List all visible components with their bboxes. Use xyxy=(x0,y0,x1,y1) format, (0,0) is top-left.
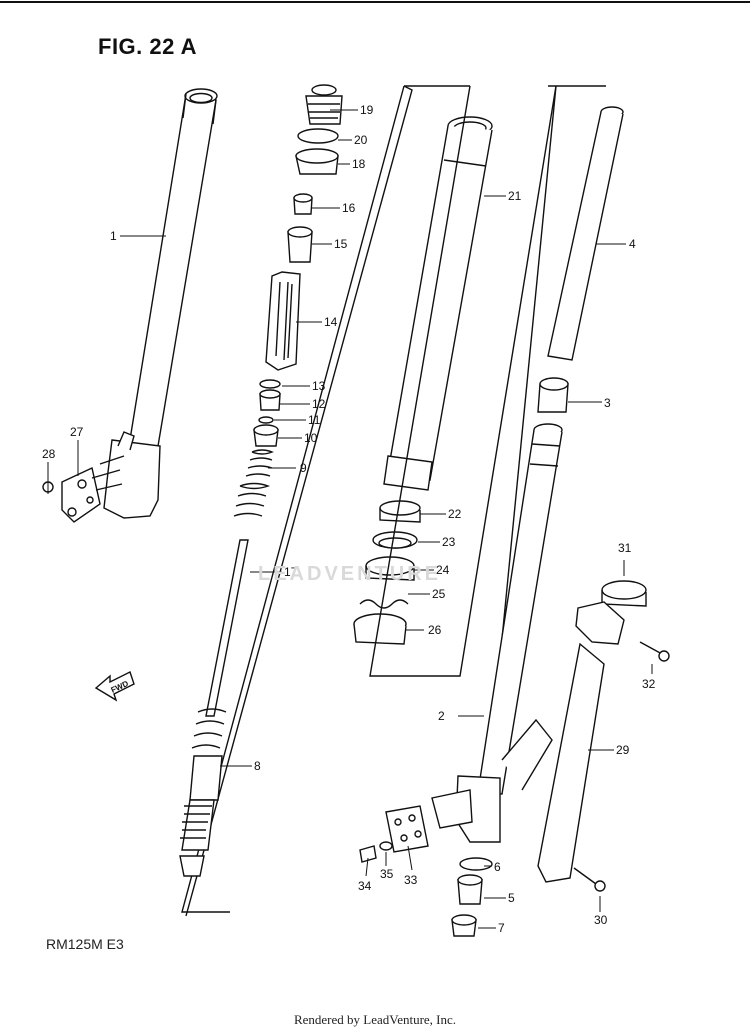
label-part-26: 26 xyxy=(428,623,442,637)
bolt-part-32 xyxy=(639,641,663,655)
inner-tube-part-4 xyxy=(547,106,624,361)
label-part-14: 14 xyxy=(324,315,338,329)
label-part-17: 17 xyxy=(284,565,298,579)
label-part-19: 19 xyxy=(360,103,374,117)
label-part-13: 13 xyxy=(312,379,326,393)
clip-part-25 xyxy=(359,599,409,609)
label-part-32: 32 xyxy=(642,677,656,691)
washer-part-11 xyxy=(258,416,274,424)
model-label: RM125M E3 xyxy=(46,936,124,952)
label-part-10: 10 xyxy=(304,431,318,445)
label-part-22: 22 xyxy=(448,507,462,521)
label-part-27: 27 xyxy=(70,425,84,439)
label-part-24: 24 xyxy=(436,563,450,577)
label-part-29: 29 xyxy=(616,743,630,757)
o-ring-part-6 xyxy=(459,857,493,871)
label-part-25: 25 xyxy=(432,587,446,601)
label-part-15: 15 xyxy=(334,237,348,251)
label-part-1: 1 xyxy=(110,229,117,243)
label-part-5: 5 xyxy=(508,891,515,905)
label-part-4: 4 xyxy=(629,237,636,251)
label-part-7: 7 xyxy=(498,921,505,935)
label-part-6: 6 xyxy=(494,860,501,874)
label-part-35: 35 xyxy=(380,867,394,881)
seal-stack xyxy=(353,500,421,645)
lower-tube-part-2 xyxy=(431,423,563,843)
label-part-3: 3 xyxy=(604,396,611,410)
clamp-part-31 xyxy=(575,580,647,645)
watermark: LEADVENTURE xyxy=(258,563,442,585)
rod-part-17 xyxy=(205,539,249,717)
footer-credit: Rendered by LeadVenture, Inc. xyxy=(293,1012,457,1027)
bolt-part-30 xyxy=(573,867,597,885)
part-labels: 1 2 3 4 5 6 7 8 9 10 11 12 13 14 15 16 1… xyxy=(42,103,656,935)
washer-part-35 xyxy=(379,841,393,851)
label-part-2: 2 xyxy=(438,709,445,723)
label-part-34: 34 xyxy=(358,879,372,893)
outer-tube-part-1 xyxy=(103,88,218,519)
fwd-arrow-icon xyxy=(94,671,135,702)
cylinder-part-14 xyxy=(265,271,301,371)
label-part-20: 20 xyxy=(354,133,368,147)
spring-part-9 xyxy=(233,449,274,517)
label-part-18: 18 xyxy=(352,157,366,171)
bolt-part-34 xyxy=(359,845,377,863)
o-ring-part-20 xyxy=(297,128,339,144)
figure-title: FIG. 22 A xyxy=(98,34,198,59)
ring-part-13 xyxy=(259,379,281,389)
label-part-21: 21 xyxy=(508,189,522,203)
label-part-9: 9 xyxy=(300,461,307,475)
label-part-16: 16 xyxy=(342,201,356,215)
label-part-8: 8 xyxy=(254,759,261,773)
fork-guard-part-29 xyxy=(537,642,605,883)
label-part-23: 23 xyxy=(442,535,456,549)
damper-part-8 xyxy=(179,708,227,877)
plate-part-33 xyxy=(385,805,429,853)
label-part-12: 12 xyxy=(312,397,326,411)
outer-tube-part-21 xyxy=(383,116,493,491)
label-part-31: 31 xyxy=(618,541,632,555)
label-part-11: 11 xyxy=(308,413,321,427)
cap-bolt-part-19 xyxy=(305,84,343,125)
label-part-28: 28 xyxy=(42,447,56,461)
label-part-30: 30 xyxy=(594,913,608,927)
label-part-33: 33 xyxy=(404,873,418,887)
